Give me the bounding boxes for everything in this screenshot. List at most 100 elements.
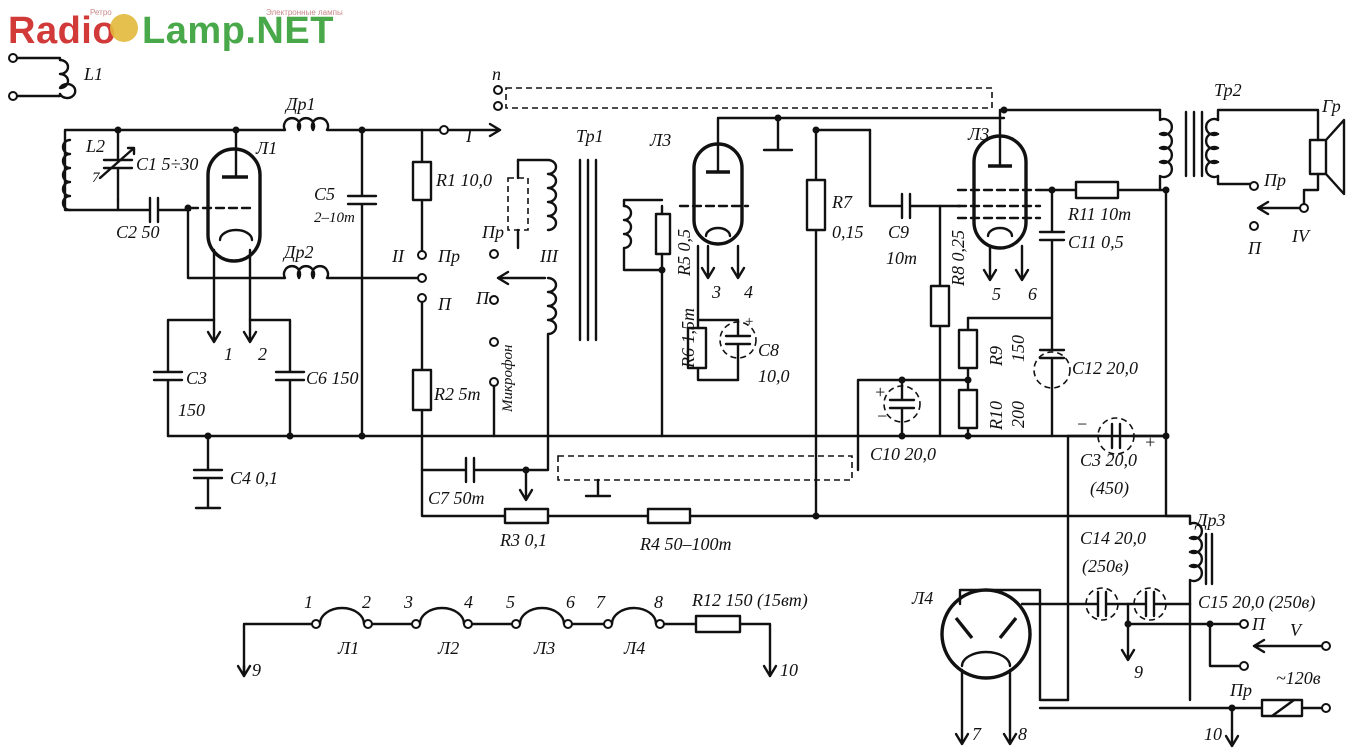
label-c13-value: (450) xyxy=(1090,478,1129,499)
label-heater-7: 7 xyxy=(972,724,982,744)
potentiometer-r3 xyxy=(503,507,550,525)
resistor-r11 xyxy=(1038,180,1168,200)
label-r6: R6 1,5m xyxy=(678,308,698,369)
transformer-tr2-core xyxy=(1184,110,1204,178)
resistor-r2 xyxy=(411,300,433,438)
l3-bias-network: R8 0,25 R9 150 R10 200 C12 20,0 + − C10 … xyxy=(856,204,1138,472)
jack-p-top xyxy=(493,85,503,95)
choke-dr3 xyxy=(1164,434,1203,606)
l2-input-circuit: R5 0,5 + R6 1,5m C8 10,0 xyxy=(622,198,790,438)
label-p-2: П xyxy=(475,288,490,308)
label-l1: L1 xyxy=(83,64,103,84)
label-pr-3: Пр xyxy=(1263,170,1286,190)
label-tube-l2: Л3 xyxy=(649,130,671,150)
label-jack-i: I xyxy=(465,126,473,146)
label-pin-6: 6 xyxy=(1028,284,1037,304)
heater-l2 xyxy=(418,606,466,626)
label-c13-minus: − xyxy=(1076,414,1088,434)
label-c12: C12 20,0 xyxy=(1072,358,1138,378)
label-r7: R7 xyxy=(831,192,853,212)
rectifier-tube-l4: 7 8 Л4 xyxy=(911,588,1070,746)
label-heater-8: 8 xyxy=(1018,724,1027,744)
label-pin-4: 4 xyxy=(744,282,753,302)
resistors-r1-r2: R1 10,0 Пр П R2 5m C7 50m R3 0,1 R4 50–1… xyxy=(411,128,1192,554)
loudspeaker-icon xyxy=(1308,118,1346,196)
label-r10: R10 xyxy=(986,401,1006,431)
watermark-brand-lamp: Lamp.NET xyxy=(142,10,334,52)
ground-top xyxy=(762,116,794,152)
label-chain-l2: Л2 xyxy=(437,638,459,658)
capacitor-c4 xyxy=(192,434,224,510)
label-heater-9: 9 xyxy=(1134,662,1143,682)
label-pr-4: Пр xyxy=(1229,680,1252,700)
label-mains: ~120в xyxy=(1276,668,1321,688)
chokes-dr1-dr2: Др1 C5 2–10m Др2 I II xyxy=(186,94,502,438)
power-supply: − + C3 20,0 (450) Др3 C14 20,0 (250в) C1… xyxy=(1020,414,1331,748)
antenna-coil-l1: L1 xyxy=(8,53,103,101)
label-c8-value: 10,0 xyxy=(758,366,790,386)
label-r2: R2 5m xyxy=(433,384,481,404)
label-chain-2: 2 xyxy=(362,592,371,612)
tube-l1: 1 2 Л1 xyxy=(188,126,277,364)
label-c1: C1 5÷30 xyxy=(136,154,198,174)
resistor-r6 xyxy=(686,326,708,370)
tube-l1-cathode xyxy=(218,228,254,242)
label-c15: C15 20,0 (250в) xyxy=(1198,592,1315,613)
label-7: 7 xyxy=(92,170,101,186)
label-pin-1: 1 xyxy=(224,344,233,364)
r7-c9: R7 0,15 C9 10m xyxy=(805,128,962,520)
capacitor-c6 xyxy=(248,318,306,438)
label-c4: C4 0,1 xyxy=(230,468,278,488)
label-c14-value: (250в) xyxy=(1082,556,1129,577)
label-c2: C2 50 xyxy=(116,222,160,242)
l1-bottom-caps: C3 150 C6 150 C4 0,1 xyxy=(152,318,1170,510)
resistor-r8 xyxy=(929,204,951,438)
label-chain-l1: Л1 xyxy=(337,638,359,658)
heater-l3 xyxy=(518,606,566,626)
tube-l3: 5 6 Л3 xyxy=(956,106,1162,304)
label-r9-value: 150 xyxy=(1008,335,1028,362)
label-c5: C5 xyxy=(314,184,335,204)
label-pin-3: 3 xyxy=(711,282,721,302)
label-c6: C6 150 xyxy=(306,368,359,388)
label-c10: C10 20,0 xyxy=(870,444,936,464)
shielded-cable-top xyxy=(505,87,993,109)
resistor-r5 xyxy=(654,212,672,256)
label-dr1: Др1 xyxy=(284,94,315,114)
label-c11: C11 0,5 xyxy=(1068,232,1124,252)
resistor-r1 xyxy=(411,128,433,252)
choke-dr1 xyxy=(234,117,442,132)
label-chain-9: 9 xyxy=(252,660,261,680)
label-tr1: Тр1 xyxy=(576,126,604,146)
label-chain-7: 7 xyxy=(596,592,606,612)
capacitor-c9 xyxy=(868,128,962,220)
heater-l4 xyxy=(610,606,658,626)
label-c8: C8 xyxy=(758,340,779,360)
label-r4: R4 50–100m xyxy=(639,534,732,554)
label-jack-ii: II xyxy=(391,246,405,266)
capacitors-c14-c15 xyxy=(1020,590,1192,618)
rectifier-anodes xyxy=(954,616,1018,640)
label-p-4: П xyxy=(1251,614,1266,634)
label-l2: L2 xyxy=(85,136,105,156)
label-chain-5: 5 xyxy=(506,592,515,612)
label-chain-l4: Л4 xyxy=(623,638,645,658)
watermark-tagline-left: Ретро xyxy=(90,8,112,17)
label-chain-3: 3 xyxy=(403,592,413,612)
choke-dr2 xyxy=(186,206,420,280)
label-r5: R5 0,5 xyxy=(674,229,694,277)
label-c9: C9 xyxy=(888,222,909,242)
label-jack-v: V xyxy=(1290,620,1303,640)
label-r12: R12 150 (15вт) xyxy=(691,590,808,611)
label-chain-1: 1 xyxy=(304,592,313,612)
fuse xyxy=(1038,698,1324,718)
coil-l2 xyxy=(61,138,72,212)
capacitor-c11 xyxy=(1038,188,1066,320)
label-c9-value: 10m xyxy=(886,248,917,268)
label-r1: R1 10,0 xyxy=(435,170,492,190)
label-p-small: п xyxy=(492,64,501,84)
label-dr2: Др2 xyxy=(282,242,313,262)
transformer-tr1-core xyxy=(578,158,598,342)
heater-chain: 9 1 2 Л1 3 4 Л2 5 6 Л3 7 8 Л4 R12 150 (1… xyxy=(236,590,808,680)
